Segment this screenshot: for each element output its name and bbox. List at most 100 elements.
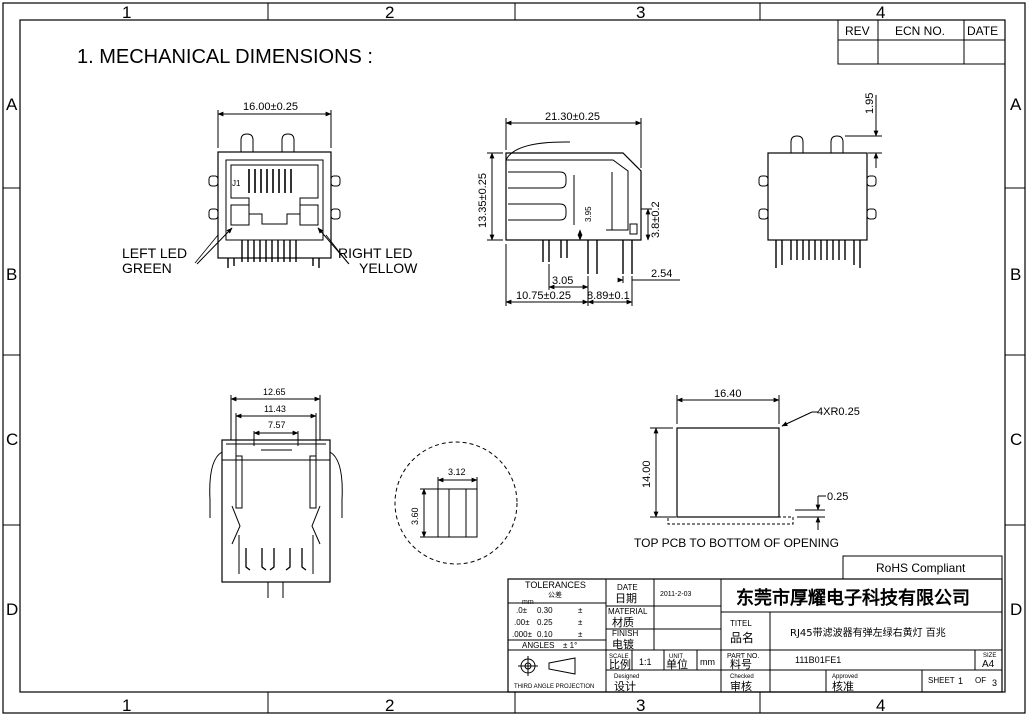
zone-row-b: B (6, 265, 17, 284)
dim-11-43: 11.43 (264, 404, 286, 414)
zone-col-3-bottom: 3 (636, 696, 645, 715)
zone-row-c-right: C (1010, 430, 1022, 449)
scale-cn: 比例 (609, 657, 631, 671)
angles-label: ANGLES (522, 641, 554, 650)
tol-row-1-pm: ± (578, 606, 583, 615)
finish-cn: 电镀 (612, 637, 634, 651)
unit-cn: 单位 (666, 657, 688, 671)
date-header: DATE (967, 24, 998, 38)
size-label: SIZE (983, 653, 996, 659)
panel-caption: TOP PCB TO BOTTOM OF OPENING (634, 536, 839, 550)
size-value: A4 (982, 659, 995, 670)
radius-note: 4XR0.25 (817, 406, 860, 418)
partno-cn: 料号 (730, 657, 752, 671)
zone-labels: 1 2 3 4 1 2 3 4 A B C D A B C D (6, 3, 1022, 715)
dim-2-54: 2.54 (651, 268, 672, 280)
approved-cn: 核准 (832, 679, 854, 693)
front-width-dim: 16.00±0.25 (243, 101, 298, 113)
dim-3-60: 3.60 (410, 507, 420, 525)
zone-row-a: A (6, 95, 18, 114)
side-length-dim: 21.30±0.25 (545, 111, 600, 123)
revision-block: REV ECN NO. DATE (837, 19, 1006, 65)
title-block (507, 578, 1003, 693)
angles-value: ± 1° (563, 641, 577, 650)
tol-row-3-value: 0.10 (537, 630, 553, 639)
designed-cn: 设计 (614, 680, 636, 693)
date-label: DATE (617, 583, 638, 592)
zone-row-d-right: D (1010, 600, 1022, 619)
panel-height-dim: 14.00 (641, 460, 653, 488)
checked-cn: 审核 (730, 679, 752, 693)
zone-col-1: 1 (122, 3, 131, 22)
partno-label: PART NO. (727, 653, 759, 660)
tol-row-2-pm: ± (578, 618, 583, 627)
material-label: MATERIAL (608, 607, 648, 616)
zone-row-c: C (6, 430, 18, 449)
right-led-label: RIGHT LED (338, 245, 412, 261)
zone-row-a-right: A (1010, 95, 1022, 114)
rear-top-dim: 1.95 (864, 93, 876, 114)
rear-view (758, 95, 882, 268)
tolerances-sub: 公差 (548, 590, 562, 599)
ecn-header: ECN NO. (895, 24, 945, 38)
tol-row-3-pm: ± (578, 630, 583, 639)
scale-label: SCALE (609, 654, 629, 660)
j1-label: J1 (232, 179, 241, 188)
pin-height-dim: 3.95 (584, 206, 593, 222)
front-view (194, 110, 350, 268)
titel-value: RJ45带滤波器有弹左绿右黄灯 百兆 (790, 626, 946, 639)
zone-col-4-bottom: 4 (876, 696, 885, 715)
tol-unit: mm (522, 599, 534, 606)
detail-view-labels: 3.12 3.60 (410, 467, 466, 525)
front-view-labels: 16.00±0.25 J1 LEFT LED GREEN RIGHT LED Y… (122, 101, 418, 276)
unit-label: UNIT (669, 654, 683, 660)
date-value: 2011-2-03 (660, 591, 692, 598)
approved-label: Approved (832, 674, 858, 680)
bottom-view (209, 395, 343, 598)
left-led-color: GREEN (122, 260, 172, 276)
partno-value: 111B01FE1 (795, 655, 841, 665)
rev-header: REV (845, 24, 870, 38)
sheet-total: 3 (992, 678, 997, 688)
sheet-label: SHEET (928, 676, 955, 685)
unit-value: mm (700, 657, 715, 667)
dim-3-05: 3.05 (552, 275, 573, 287)
tol-row-2-label: .00± (514, 618, 530, 627)
side-view (487, 118, 680, 306)
tol-row-1-label: .0± (516, 606, 528, 615)
company-name: 东莞市厚耀电子科技有限公司 (736, 587, 970, 609)
bottom-view-labels: 12.65 11.43 7.57 (263, 387, 286, 430)
dim-10-75: 10.75±0.25 (516, 290, 571, 302)
rohs-text: RoHS Compliant (876, 561, 966, 575)
date-cn: 日期 (615, 592, 637, 605)
of-label: OF (975, 676, 986, 685)
tolerances-title: TOLERANCES (525, 580, 586, 590)
dim-7-57: 7.57 (268, 420, 286, 430)
detail-view (394, 441, 518, 565)
zone-col-3: 3 (636, 3, 645, 22)
zone-col-1-bottom: 1 (122, 696, 131, 715)
titel-label: TITEL (730, 619, 752, 628)
rohs-box: RoHS Compliant (842, 555, 1003, 580)
zone-col-2: 2 (385, 3, 394, 22)
title-block-text: TOLERANCES 公差 mm .0± 0.30 ± .00± 0.25 ± … (512, 580, 997, 693)
zone-col-4: 4 (876, 3, 885, 22)
zone-row-b-right: B (1010, 265, 1021, 284)
zone-col-2-bottom: 2 (385, 696, 394, 715)
panel-width-dim: 16.40 (714, 388, 742, 400)
finish-label: FINISH (612, 629, 638, 638)
checked-label: Checked (730, 674, 754, 680)
tol-row-3-label: .000± (512, 630, 533, 639)
panel-view-labels: 16.40 14.00 4XR0.25 0.25 TOP PCB TO BOTT… (634, 388, 860, 550)
dim-3-12: 3.12 (448, 467, 466, 477)
dim-8-89: 8.89±0.1 (587, 290, 630, 302)
tol-row-2-value: 0.25 (537, 618, 553, 627)
dim-12-65: 12.65 (263, 387, 286, 397)
scale-value: 1:1 (639, 657, 652, 667)
designed-label: Designed (614, 674, 639, 680)
titel-cn: 品名 (730, 630, 754, 645)
projection-label: THIRD ANGLE PROJECTION (514, 684, 594, 690)
material-cn: 材质 (612, 615, 634, 629)
right-led-color: YELLOW (359, 260, 418, 276)
